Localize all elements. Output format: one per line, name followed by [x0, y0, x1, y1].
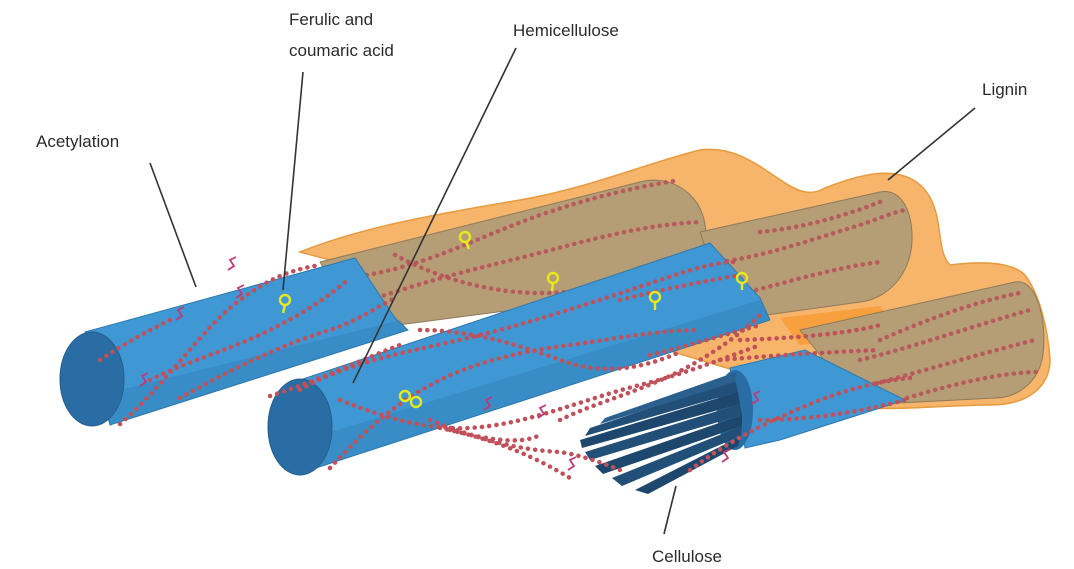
- label-ferulic-line2: coumaric acid: [289, 41, 394, 60]
- label-hemicellulose: Hemicellulose: [513, 21, 619, 40]
- label-cellulose: Cellulose: [652, 547, 722, 566]
- hemicellulose-chain: [450, 430, 540, 440]
- leader-lignin: [888, 108, 975, 180]
- label-acetylation: Acetylation: [36, 132, 119, 151]
- acetyl-group: [568, 457, 576, 470]
- label-lignin: Lignin: [982, 80, 1027, 99]
- label-ferulic-line1: Ferulic and: [289, 10, 373, 29]
- acetyl-group: [228, 257, 236, 270]
- leader-cellulose: [664, 486, 676, 534]
- tube-1-end: [60, 332, 124, 426]
- leader-acetylation: [150, 163, 196, 287]
- leader-ferulic: [283, 72, 303, 290]
- cellulose-microfibrils: [580, 372, 742, 494]
